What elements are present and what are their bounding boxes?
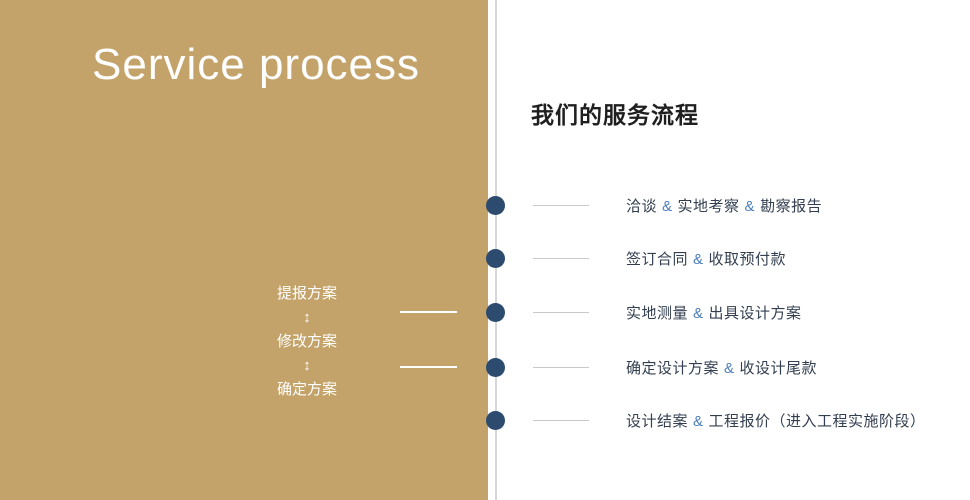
timeline-text-part: 洽谈 <box>626 197 658 215</box>
timeline-item: 设计结案&工程报价（进入工程实施阶段） <box>486 410 926 430</box>
section-heading: 我们的服务流程 <box>531 102 699 128</box>
flow-connector-line-2 <box>400 366 457 368</box>
timeline-text-part: 收设计尾款 <box>739 359 818 377</box>
timeline-item-text: 洽谈&实地考察&勘察报告 <box>626 195 822 216</box>
flow-step-label: 确定方案 <box>276 381 337 398</box>
vertical-divider <box>495 0 497 500</box>
timeline-item: 洽谈&实地考察&勘察报告 <box>486 195 822 215</box>
flow-step-label: 修改方案 <box>276 333 337 350</box>
timeline-connector-line <box>533 204 589 206</box>
timeline-text-part: 确定设计方案 <box>626 359 720 377</box>
timeline-item-text: 设计结案&工程报价（进入工程实施阶段） <box>626 410 926 431</box>
ampersand-separator: & <box>693 304 704 322</box>
timeline-item: 签订合同&收取预付款 <box>486 248 786 268</box>
flow-arrow-icon: ↕ <box>303 309 311 326</box>
timeline-connector-line <box>533 366 589 368</box>
design-flow-steps: 提报方案 ↕ 修改方案 ↕ 确定方案 <box>252 286 362 398</box>
page-title: Service process <box>92 40 421 89</box>
ampersand-separator: & <box>693 412 704 430</box>
timeline-connector-line <box>533 311 589 313</box>
timeline-item: 确定设计方案&收设计尾款 <box>486 357 817 377</box>
timeline-item: 实地测量&出具设计方案 <box>486 302 802 322</box>
timeline-connector-line <box>533 257 589 259</box>
ampersand-separator: & <box>744 197 756 215</box>
timeline-text-part: 勘察报告 <box>760 197 823 215</box>
flow-connector-line-1 <box>400 311 457 313</box>
timeline-text-part: 实地考察 <box>677 197 740 215</box>
timeline-item-text: 签订合同&收取预付款 <box>626 248 786 269</box>
ampersand-separator: & <box>724 359 735 377</box>
timeline-text-part: 工程报价（进入工程实施阶段） <box>708 412 926 430</box>
ampersand-separator: & <box>662 197 673 215</box>
ampersand-separator: & <box>693 250 704 268</box>
gold-left-panel <box>0 0 488 500</box>
flow-arrow-icon: ↕ <box>303 357 311 374</box>
timeline-connector-line <box>533 419 589 421</box>
timeline-text-part: 签订合同 <box>626 250 689 268</box>
flow-step-label: 提报方案 <box>276 285 337 302</box>
timeline-text-part: 设计结案 <box>626 412 689 430</box>
timeline-text-part: 实地测量 <box>626 304 689 322</box>
timeline-text-part: 收取预付款 <box>708 250 787 268</box>
timeline-text-part: 出具设计方案 <box>708 304 802 322</box>
timeline-item-text: 确定设计方案&收设计尾款 <box>626 357 817 378</box>
timeline-item-text: 实地测量&出具设计方案 <box>626 302 802 323</box>
